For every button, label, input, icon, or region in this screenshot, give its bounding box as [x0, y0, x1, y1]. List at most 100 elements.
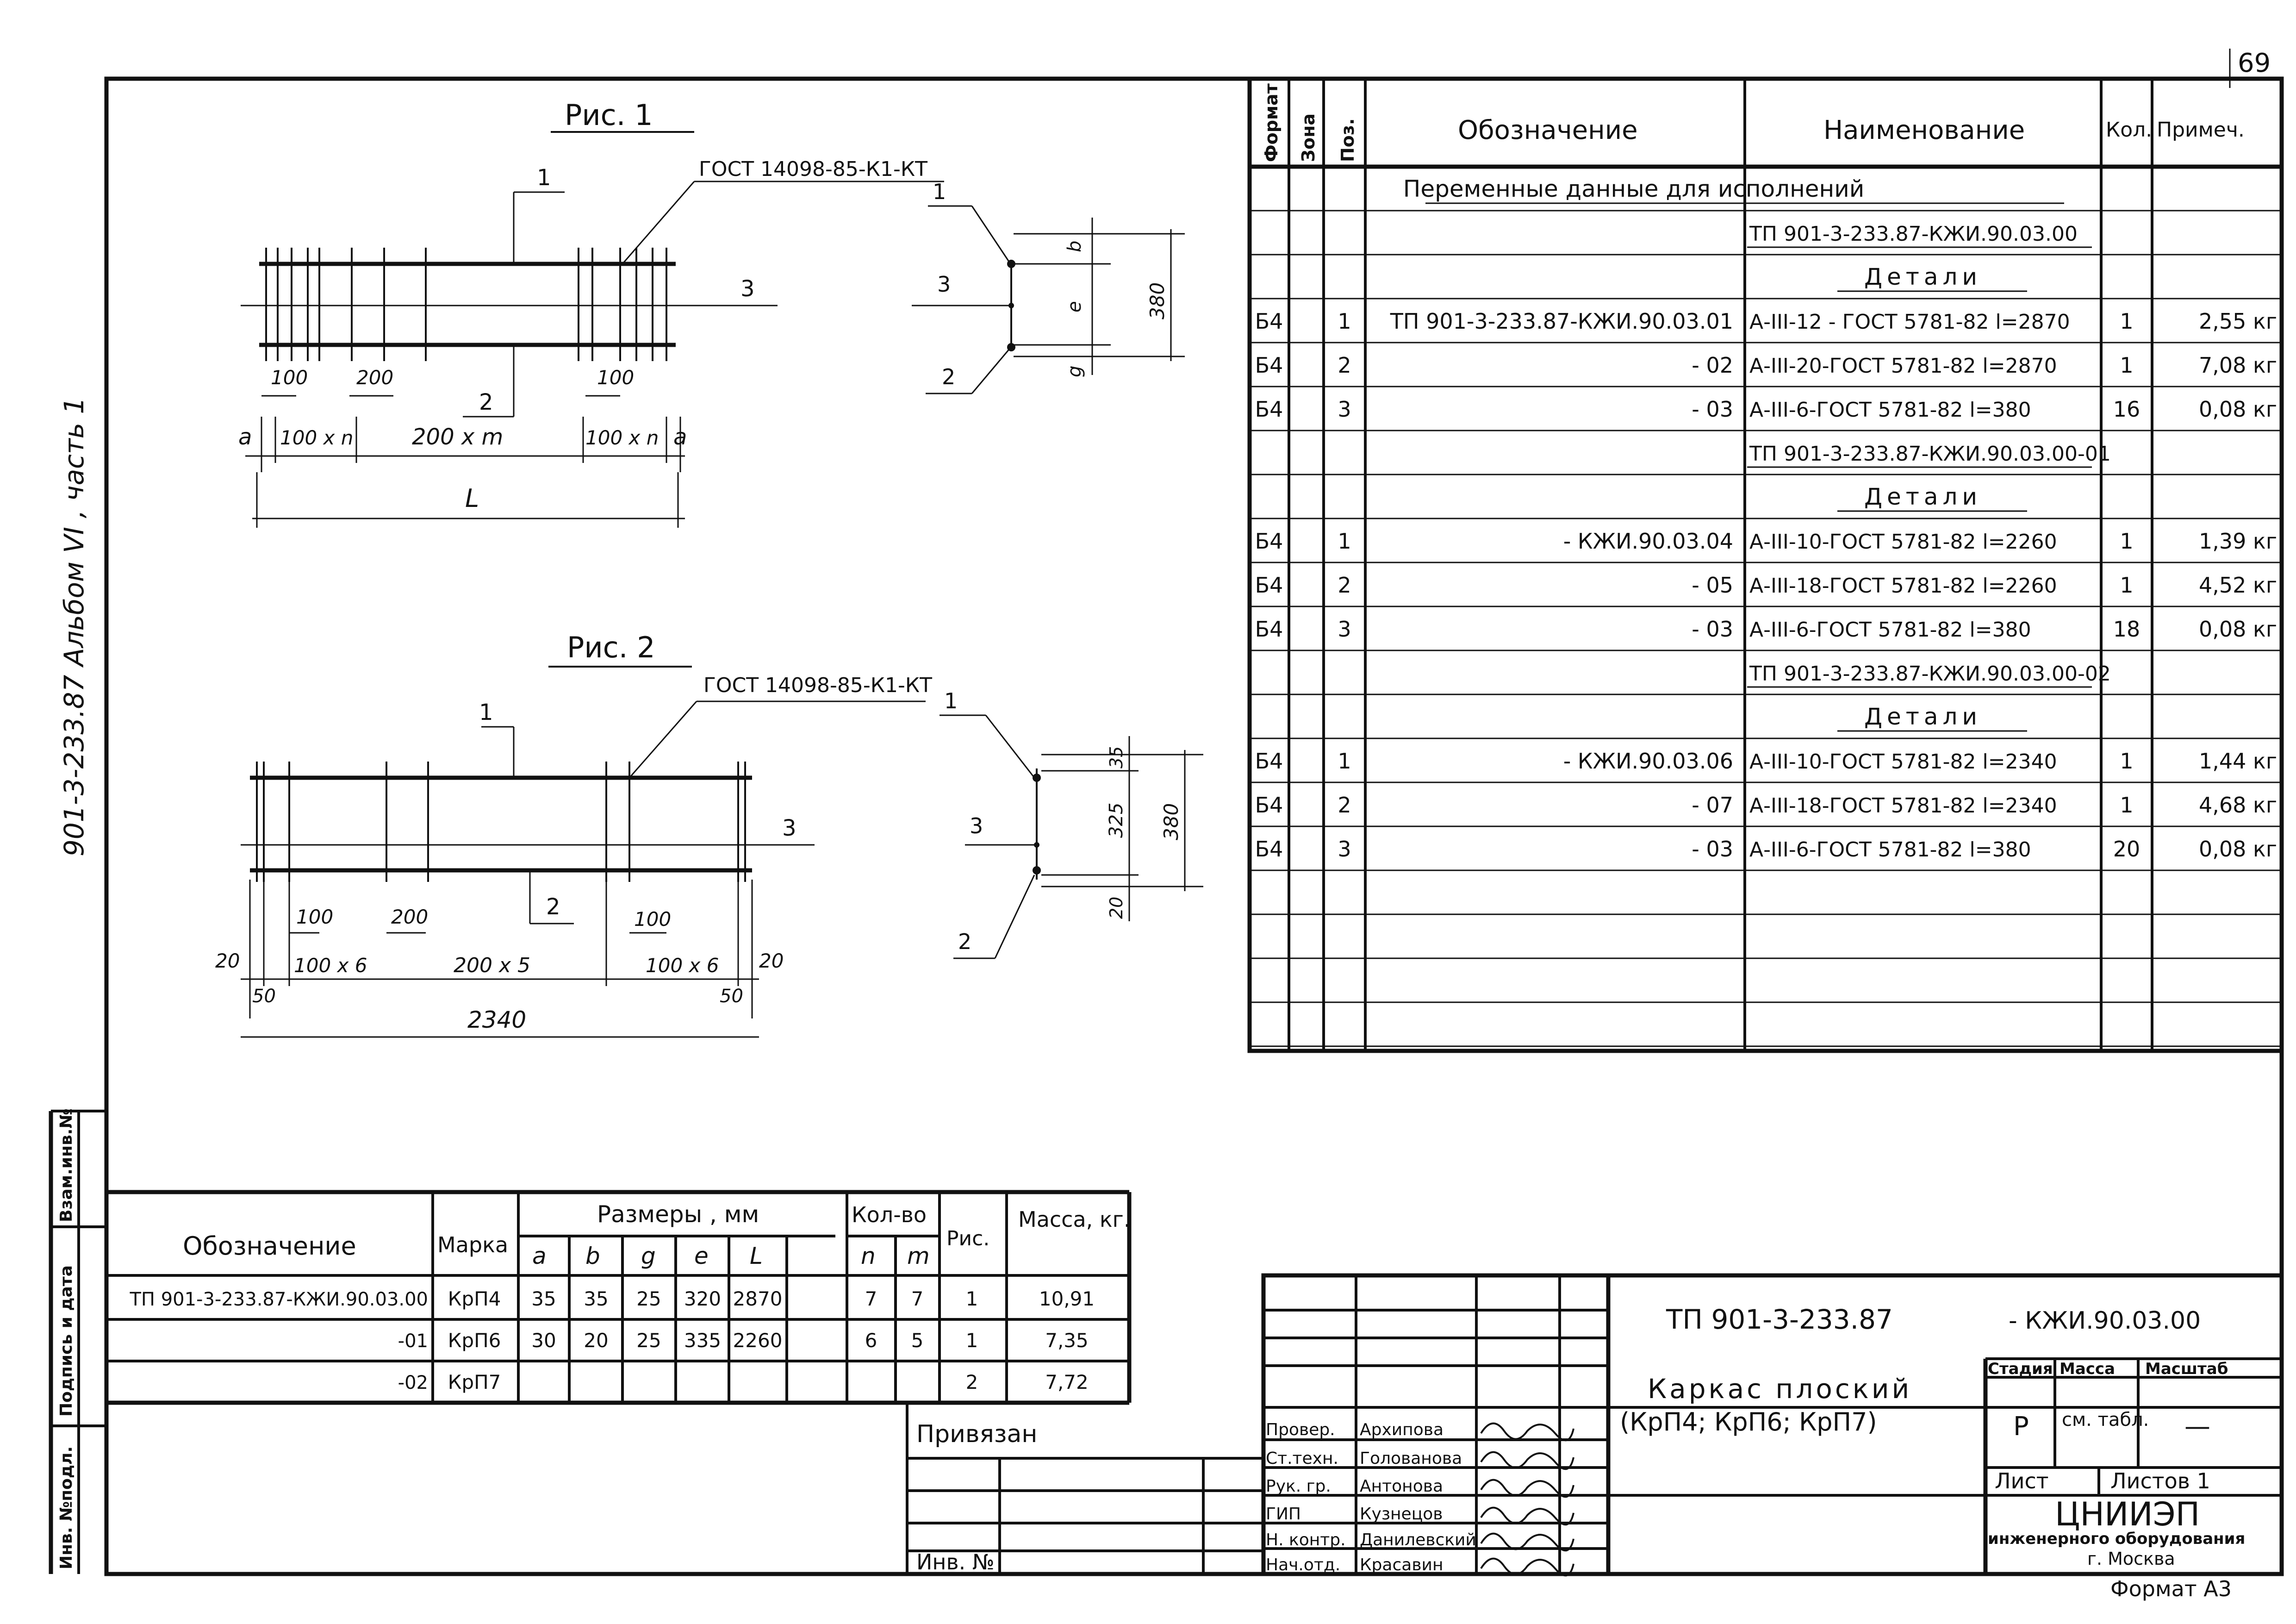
fig2-span-6a: 100 x 6 [294, 954, 367, 977]
spec-h-qty: Кол. [2106, 118, 2152, 142]
left-stamp: Взам.инв.№ Подпись и дата Инв. №подл. [49, 1108, 106, 1574]
dt-h-sizes: Размеры , мм [597, 1201, 759, 1228]
spec-qty: 1 [2120, 749, 2133, 774]
dt-cell-b: 35 [584, 1287, 608, 1310]
dt-sub-m: m [907, 1243, 930, 1269]
fig2-stirrups [256, 762, 746, 882]
spec-note: 4,52 кг [2199, 573, 2277, 598]
fig2-dim-100a: 100 [296, 906, 333, 928]
dt-cell-mark: КрП4 [448, 1287, 501, 1310]
spec-name: А-III-18-ГОСТ 5781-82 l=2340 [1749, 794, 2057, 818]
dt-cell-mark: КрП6 [448, 1329, 501, 1352]
fig1-span-a1: a [238, 424, 252, 450]
spec-format: Б4 [1255, 309, 1283, 334]
dt-cell-n: 7 [865, 1287, 877, 1310]
spec-pos: 1 [1338, 309, 1351, 334]
spec-name: А-III-6-ГОСТ 5781-82 l=380 [1749, 398, 2031, 422]
tb-role: Нач.отд. [1266, 1555, 1340, 1574]
fig1-title: Рис. 1 [565, 98, 653, 132]
spec-format: Б4 [1255, 573, 1283, 598]
spec-note: 0,08 кг [2199, 837, 2277, 862]
spec-format: Б4 [1255, 397, 1283, 422]
dt-cell-b: 20 [584, 1329, 608, 1352]
tb-org-2: инженерного оборудования [1988, 1530, 2245, 1548]
fig2-dim-200: 200 [391, 906, 428, 928]
fig2-section: 1 3 2 35 325 20 380 [940, 688, 1203, 959]
dt-cell-mark: КрП7 [448, 1371, 501, 1393]
tb-stage: Р [2013, 1412, 2029, 1442]
tb-person-name: Голованова [1360, 1449, 1462, 1468]
fig1-section: 1 3 2 b e g 380 [912, 179, 1185, 394]
spec-pos: 1 [1338, 749, 1351, 774]
tb-scale-h: Масштаб [2145, 1360, 2228, 1378]
fig1-label-2: 2 [479, 389, 493, 415]
dt-cell-des: ТП 901-3-233.87-КЖИ.90.03.00 [129, 1289, 428, 1310]
dt-cell-a: 35 [531, 1287, 556, 1310]
tb-person-name: Данилевский [1360, 1530, 1476, 1549]
signature [1480, 1451, 1574, 1470]
tb-person-name: Антонова [1360, 1477, 1443, 1496]
spec-designation: - 03 [1692, 397, 1733, 422]
spec-section-heading: Детали [1864, 263, 1982, 290]
dt-cell-des: -01 [398, 1330, 428, 1352]
signature [1480, 1479, 1574, 1498]
tb-org-3: г. Москва [2087, 1549, 2175, 1569]
spec-format: Б4 [1255, 529, 1283, 554]
spec-row: Детали [1837, 703, 2027, 732]
spec-pos: 1 [1338, 529, 1351, 554]
tb-title-1: Каркас плоский [1648, 1373, 1912, 1405]
fig2-end-50a: 50 [252, 986, 276, 1007]
fig2-gost: ГОСТ 14098-85-К1-КТ [703, 674, 932, 697]
dt-cell-mass: 7,35 [1045, 1329, 1089, 1352]
tb-inv: Инв. № [916, 1549, 995, 1574]
dt-cell-g: 25 [636, 1287, 661, 1310]
fig1-span-a2: a [673, 424, 687, 450]
tb-person-row: Ст.техн.Голованова [1266, 1449, 1574, 1470]
stamp-inv: Инв. №подл. [57, 1446, 76, 1569]
dt-h-count: Кол-во [852, 1202, 927, 1227]
dt-sub-g: g [641, 1243, 656, 1269]
spec-qty: 20 [2113, 837, 2140, 862]
tb-title-2: (КрП4; КрП6; КрП7) [1620, 1407, 1877, 1437]
signature [1480, 1557, 1574, 1577]
spec-designation: - 07 [1692, 793, 1733, 818]
dt-sub-b: b [585, 1243, 600, 1269]
spec-designation: - 02 [1692, 353, 1733, 378]
dt-cell-a: 30 [531, 1329, 556, 1352]
spec-name: А-III-10-ГОСТ 5781-82 l=2260 [1749, 530, 2057, 554]
dt-cell-m: 5 [911, 1329, 924, 1352]
dt-cell-fig: 1 [966, 1329, 978, 1352]
spec-designation: - 03 [1692, 837, 1733, 862]
fig2-title: Рис. 2 [567, 631, 655, 664]
spec-section-heading: Детали [1864, 483, 1982, 510]
dt-h-mark: Марка [437, 1232, 508, 1257]
spec-designation: - 05 [1692, 573, 1733, 598]
dt-cell-L: 2260 [733, 1329, 783, 1352]
spec-format: Б4 [1255, 837, 1283, 862]
signature [1480, 1422, 1574, 1442]
fig2-span-5: 200 x 5 [454, 954, 530, 977]
dt-h-fig: Рис. [946, 1227, 989, 1250]
spec-name: А-III-20-ГОСТ 5781-82 l=2870 [1749, 354, 2057, 378]
spec-h-zone: Зона [1298, 113, 1319, 162]
spec-designation: - КЖИ.90.03.04 [1563, 529, 1733, 554]
spec-qty: 1 [2120, 353, 2133, 378]
dt-sub-e: e [694, 1243, 709, 1269]
spec-qty: 1 [2120, 573, 2133, 598]
tb-person-name: Архипова [1360, 1420, 1444, 1439]
stamp-sign: Подпись и дата [57, 1265, 76, 1417]
spec-format: Б4 [1255, 617, 1283, 642]
title-block: Привязан Инв. № ТП 901-3-233.87 - КЖИ.90… [906, 1273, 2284, 1601]
tb-person-name: Красавин [1360, 1555, 1443, 1574]
fig1-dim-200: 200 [356, 366, 393, 389]
spec-name: А-III-12 - ГОСТ 5781-82 l=2870 [1749, 310, 2070, 334]
fig1-sec-b: b [1064, 241, 1085, 252]
spec-pos: 2 [1338, 573, 1351, 598]
tb-mass: см. табл. [2062, 1409, 2149, 1430]
